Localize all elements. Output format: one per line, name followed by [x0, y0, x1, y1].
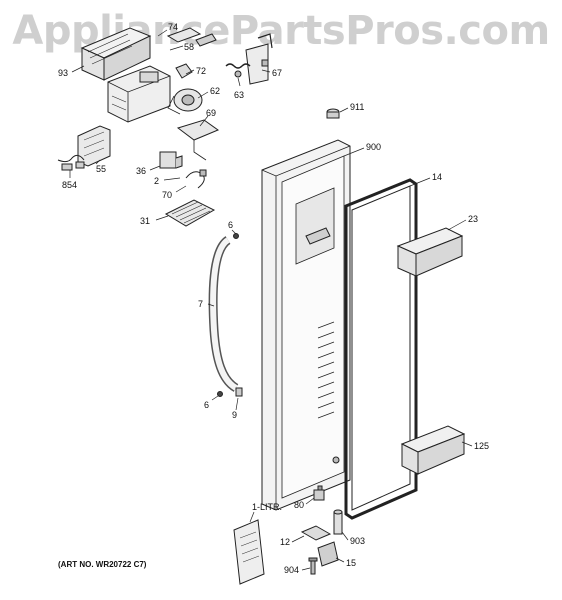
callout-74: 74: [168, 22, 178, 32]
cap-911: [326, 108, 340, 119]
callout-72: 72: [196, 66, 206, 76]
spring-63: [225, 63, 251, 78]
callout-55: 55: [96, 164, 106, 174]
hinge-12: [300, 525, 332, 541]
bushing-80: [313, 485, 325, 501]
dispenser-bracket: [166, 27, 217, 47]
door-bin-23: [396, 227, 464, 277]
callout-58: 58: [184, 42, 194, 52]
callout-2: 2: [154, 176, 159, 186]
hinge-bracket-15: [317, 541, 339, 567]
door-handle-7: [208, 233, 243, 397]
callout-14: 14: [432, 172, 442, 182]
callout-854: 854: [62, 180, 77, 190]
pin-903: [333, 509, 343, 535]
callout-80: 80: [294, 500, 304, 510]
callout-15: 15: [346, 558, 356, 568]
callout-70: 70: [162, 190, 172, 200]
callout-904: 904: [284, 565, 299, 575]
wire-harness-854: [57, 154, 85, 171]
control-board-55: [77, 125, 111, 167]
callout-125: 125: [474, 441, 489, 451]
motor-62: [167, 88, 203, 115]
callout-67: 67: [272, 68, 282, 78]
callout-labels: 74 58 93 72 67 63 62 911 69 55 900 36 85…: [58, 22, 489, 575]
door-gasket-14: [344, 178, 418, 520]
literature-1: [233, 519, 265, 585]
callout-9: 9: [232, 410, 237, 420]
callout-23: 23: [468, 214, 478, 224]
callout-12: 12: [280, 537, 290, 547]
callout-6-top: 6: [228, 220, 233, 230]
dispenser-housing: [80, 27, 152, 81]
callout-7: 7: [198, 299, 203, 309]
hinge-67: [245, 33, 273, 85]
door-bin-125: [400, 425, 466, 475]
callout-903: 903: [350, 536, 365, 546]
callout-31: 31: [140, 216, 150, 226]
art-number: (ART NO. WR20722 C7): [58, 560, 147, 569]
callout-36: 36: [136, 166, 146, 176]
callout-69: 69: [206, 108, 216, 118]
callout-911: 911: [350, 102, 364, 112]
callout-62: 62: [210, 86, 220, 96]
callout-1-litr: 1-LITR.: [252, 502, 282, 512]
callout-63: 63: [234, 90, 244, 100]
refrigerator-door-900: [261, 139, 351, 511]
wire-70: [185, 169, 207, 189]
switch-36: [159, 151, 183, 169]
callout-93: 93: [58, 68, 68, 78]
screw-904: [308, 557, 318, 575]
callout-900: 900: [366, 142, 381, 152]
paddle-69: [176, 119, 220, 161]
leader-lines: [69, 29, 473, 571]
dispenser-module: [107, 65, 171, 123]
drip-tray-grille-31: [164, 199, 216, 227]
switch-72: [175, 63, 193, 79]
callout-6-bottom: 6: [204, 400, 209, 410]
